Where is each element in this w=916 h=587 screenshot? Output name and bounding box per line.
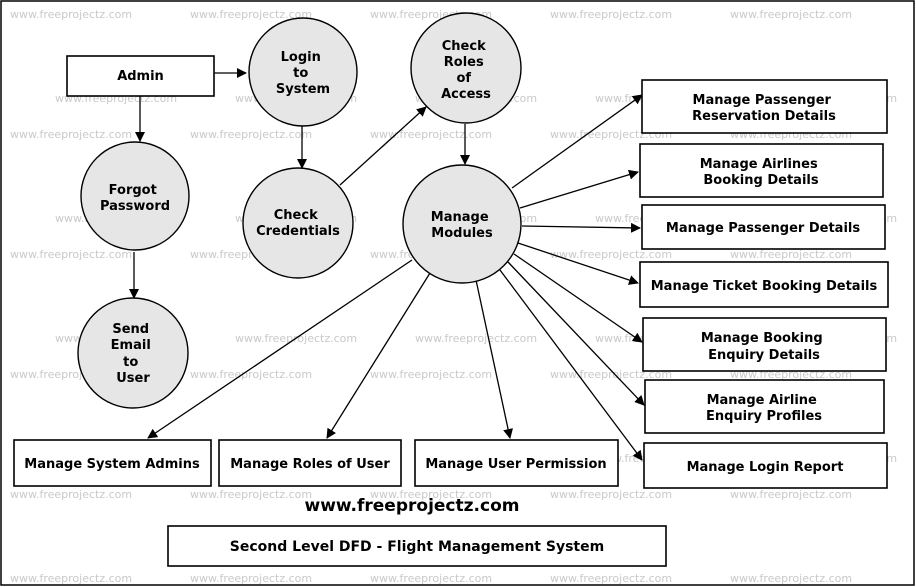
entity-label: Manage System Admins [24,457,200,472]
process-label: Check Roles of Access [441,39,491,102]
process-label: Check Credentials [256,208,340,239]
watermark-text: www.freeprojectz.com [550,572,672,585]
entity-manage-booking-enquiry: Manage Booking Enquiry Details [642,317,887,372]
entities: Admin Manage Passenger Reservation Detai… [13,55,889,489]
watermark-text: www.freeprojectz.com [10,248,132,261]
watermark-text: www.freeprojectz.com [190,8,312,21]
flow-modules-to-roles-of-user [326,272,431,439]
entity-label: Admin [117,69,164,84]
watermark-text: www.freeprojectz.com [190,128,312,141]
process-check-credentials: Check Credentials [242,167,354,279]
data-flows [129,68,645,461]
process-label: Send Email to User [111,322,156,386]
watermark-text: www.freeprojectz.com [550,248,672,261]
watermark-text: www.freeprojectz.com [370,488,492,501]
flow-modules-to-booking-enquiry [513,253,643,343]
process-manage-modules: Manage Modules [402,164,522,284]
watermark-text: www.freeprojectz.com [550,8,672,21]
site-url: www.freeprojectz.com [305,496,520,516]
flow-modules-to-login-report [499,269,643,461]
watermark-text: www.freeprojectz.com [10,128,132,141]
flow-modules-to-airline-enquiry [507,261,645,406]
watermark-text: www.freeprojectz.com [10,572,132,585]
entity-manage-airline-enquiry: Manage Airline Enquiry Profiles [644,379,885,434]
watermark-text: www.freeprojectz.com [730,488,852,501]
entity-label: Manage Passenger Details [666,221,860,236]
entity-label: Manage Booking Enquiry Details [701,331,827,363]
entity-manage-system-admins: Manage System Admins [13,439,212,487]
process-login-to-system: Login to System [248,17,358,127]
process-send-email-to-user: Send Email to User [77,297,189,409]
flow-modules-to-passenger-details [521,222,641,233]
watermark-text: www.freeprojectz.com [730,248,852,261]
watermark-text: www.freeprojectz.com [370,572,492,585]
flow-modules-to-ticket-booking [517,242,639,285]
entity-admin: Admin [66,55,215,97]
flow-modules-to-passenger-reservation [511,94,643,189]
entity-label: Manage Passenger Reservation Details [692,93,836,124]
entity-label: Manage Airlines Booking Details [700,157,823,188]
entity-label: Manage Roles of User [230,457,390,472]
entity-manage-roles-of-user: Manage Roles of User [218,439,402,487]
watermark-text: www.freeprojectz.com [10,8,132,21]
entity-manage-passenger-details: Manage Passenger Details [641,204,886,250]
flow-credentials-to-check-roles [339,106,427,186]
process-label: Forgot Password [100,183,170,214]
flow-modules-to-system-admins [147,259,413,439]
watermark-text: www.freeprojectz.com [730,8,852,21]
watermark-text: www.freeprojectz.com [550,488,672,501]
process-label: Manage Modules [431,210,493,241]
entity-label: Manage Airline Enquiry Profiles [706,393,822,424]
watermark-text: www.freeprojectz.com [370,128,492,141]
processes: Login to System Check Roles of Access Fo… [77,12,522,409]
watermark-text: www.freeprojectz.com [10,488,132,501]
diagram-title-box: Second Level DFD - Flight Management Sys… [167,525,667,567]
entity-manage-login-report: Manage Login Report [643,442,888,489]
watermark-text: www.freeprojectz.com [730,572,852,585]
watermark-text: www.freeprojectz.com [370,368,492,381]
process-label: Login to System [276,50,330,97]
watermark-text: www.freeprojectz.com [190,572,312,585]
entity-label: Manage Login Report [687,460,844,475]
entity-manage-user-permission: Manage User Permission [414,439,619,487]
watermark-text: www.freeprojectz.com [415,332,537,345]
entity-manage-ticket-booking: Manage Ticket Booking Details [639,261,889,308]
entity-label: Manage Ticket Booking Details [651,279,878,294]
flow-modules-to-airlines-booking [519,169,639,209]
entity-manage-airlines-booking: Manage Airlines Booking Details [639,143,884,198]
watermark-text: www.freeprojectz.com [190,488,312,501]
entity-label: Manage User Permission [425,457,606,472]
process-check-roles-of-access: Check Roles of Access [410,12,522,124]
process-forgot-password: Forgot Password [80,141,190,251]
entity-manage-passenger-reservation: Manage Passenger Reservation Details [641,79,888,134]
watermark-text: www.freeprojectz.com [190,368,312,381]
diagram-title: Second Level DFD - Flight Management Sys… [230,539,604,555]
flow-modules-to-user-permission [475,279,513,439]
